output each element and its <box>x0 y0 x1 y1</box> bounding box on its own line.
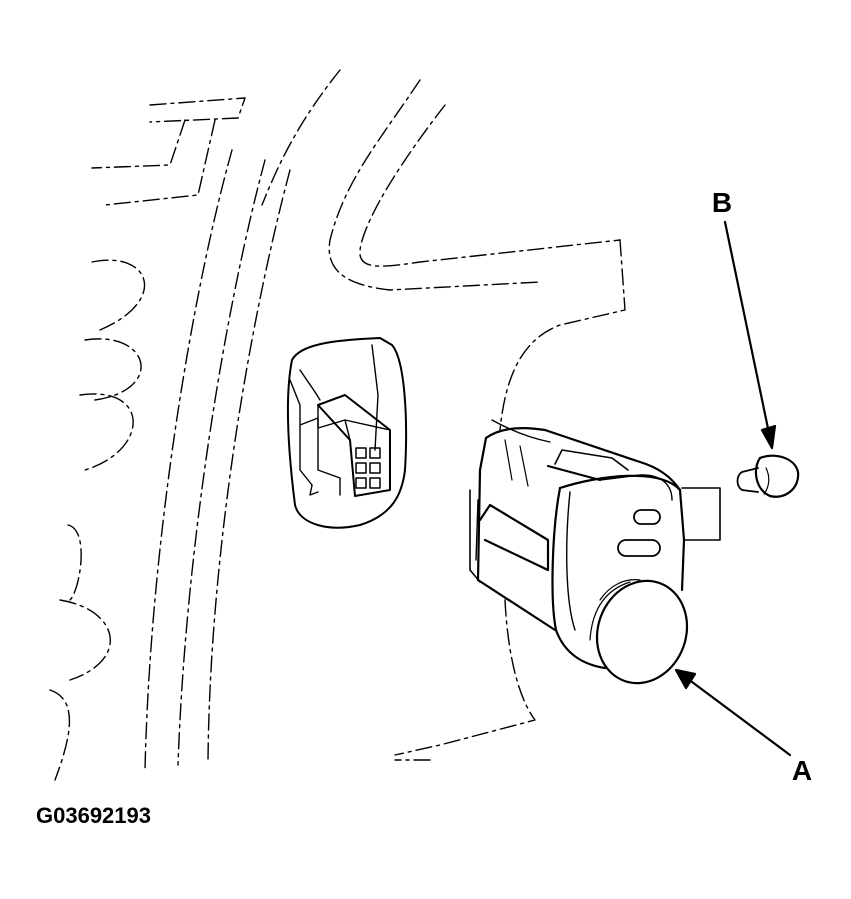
callout-label-a: A <box>792 755 812 786</box>
body-panel-outline <box>49 69 626 781</box>
callout-arrow-a <box>674 668 792 757</box>
figure-code: G03692193 <box>36 803 151 828</box>
callout-label-b: B <box>712 187 732 218</box>
harness-connector <box>287 337 408 529</box>
sensor-assembly <box>469 419 721 685</box>
retainer-clip <box>736 454 800 498</box>
callout-arrow-b <box>723 220 777 450</box>
